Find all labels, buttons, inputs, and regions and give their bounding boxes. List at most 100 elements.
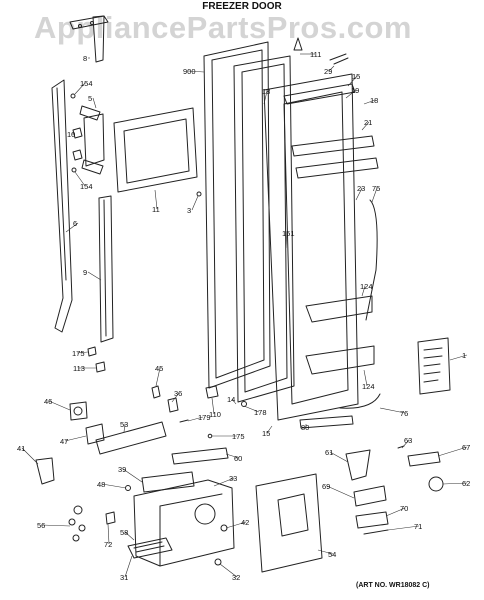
diagram-title: FREEZER DOOR xyxy=(202,1,282,12)
part-small-clips xyxy=(87,346,106,373)
part-76-wire xyxy=(339,393,381,409)
callout-c63: 63 xyxy=(404,436,412,445)
callout-leader-c72 xyxy=(107,523,110,545)
part-6-outer-trim xyxy=(51,79,73,333)
part-11-window-frame xyxy=(113,107,198,193)
part-53-plate xyxy=(95,421,167,455)
callout-leader-c41 xyxy=(21,447,39,465)
callout-c1: 1 xyxy=(462,351,466,360)
callout-leader-c124a xyxy=(361,285,366,297)
callout-leader-c179 xyxy=(187,416,204,422)
part-175-screw xyxy=(207,433,213,439)
part-110-cap xyxy=(205,385,219,399)
callout-leader-c151 xyxy=(285,232,288,249)
callout-c179: 179 xyxy=(198,413,211,422)
callout-c124a: 124 xyxy=(360,282,373,291)
part-39-strip xyxy=(141,471,195,493)
callout-leader-c71 xyxy=(387,525,420,531)
callout-leader-c154a xyxy=(74,82,86,95)
part-61-chute xyxy=(345,449,371,481)
part-upper-shelves xyxy=(283,83,379,179)
callout-c32: 32 xyxy=(232,573,240,582)
callout-leader-c61 xyxy=(329,451,349,463)
callout-c36: 36 xyxy=(174,389,182,398)
part-47-switch xyxy=(85,423,105,445)
callout-c124b: 124 xyxy=(362,382,375,391)
callout-leader-c18b xyxy=(363,99,376,105)
callout-leader-c58 xyxy=(124,531,135,541)
part-31-drip-tray xyxy=(127,537,173,559)
part-3-screw xyxy=(196,191,202,197)
callout-c53: 53 xyxy=(120,420,128,429)
callout-leader-c21 xyxy=(361,121,370,131)
callout-leader-c1 xyxy=(449,354,468,361)
part-75-tube xyxy=(365,199,378,321)
callout-c3: 3 xyxy=(187,206,191,215)
callout-leader-c45 xyxy=(155,367,161,387)
callout-leader-c75 xyxy=(371,187,378,203)
callout-leader-c47 xyxy=(64,435,87,442)
callout-c111: 111 xyxy=(310,50,321,59)
callout-leader-c76 xyxy=(379,407,406,414)
callout-c113: 113 xyxy=(73,364,85,373)
part-56-screws xyxy=(68,505,86,542)
part-46-knob xyxy=(69,401,88,421)
callout-leader-c60 xyxy=(225,453,240,459)
callout-c175a: 175 xyxy=(72,349,85,358)
callout-c71: 71 xyxy=(414,522,422,531)
callout-leader-c3 xyxy=(191,195,199,211)
callout-c45: 45 xyxy=(155,364,163,373)
callout-c41: 41 xyxy=(17,444,25,453)
callout-leader-c15a xyxy=(347,75,358,87)
callout-leader-c36 xyxy=(171,392,180,403)
callout-c23: 23 xyxy=(357,184,365,193)
callout-leader-c54 xyxy=(317,549,334,555)
callout-c21: 21 xyxy=(364,118,372,127)
part-36-bracket xyxy=(167,397,179,413)
callout-c110: 110 xyxy=(209,410,221,419)
callout-leader-c5 xyxy=(92,97,97,109)
callout-c6: 6 xyxy=(73,219,77,228)
part-9-lower-rail xyxy=(98,195,114,343)
callout-c75: 75 xyxy=(372,184,380,193)
callout-c39: 39 xyxy=(118,465,126,474)
part-18-gasket xyxy=(233,55,295,403)
callout-c175b: 175 xyxy=(232,432,245,441)
callout-c19: 19 xyxy=(351,86,359,95)
callout-c80: 80 xyxy=(301,423,309,432)
part-178-screw xyxy=(241,401,247,407)
callout-c70: 70 xyxy=(400,504,408,513)
callout-c69: 69 xyxy=(322,482,330,491)
callout-c60: 60 xyxy=(234,454,242,463)
callout-leader-c29 xyxy=(328,65,335,72)
callout-leader-c900 xyxy=(187,70,205,73)
callout-c154a: 154 xyxy=(80,79,93,88)
callout-leader-c32 xyxy=(219,563,238,578)
callout-c900: 900 xyxy=(183,67,196,76)
part-41-bracket xyxy=(35,457,55,485)
callout-c48: 48 xyxy=(97,480,105,489)
callout-leader-c70 xyxy=(385,507,406,517)
callout-c9: 9 xyxy=(83,268,87,277)
callout-leader-c154b xyxy=(74,171,86,187)
part-62-ring xyxy=(428,476,444,492)
callout-c62: 62 xyxy=(462,479,470,488)
callout-c18b: 18 xyxy=(370,96,378,105)
callout-c8: 8 xyxy=(83,54,87,63)
callout-c5: 5 xyxy=(88,94,92,103)
part-actuator-assembly xyxy=(353,485,389,535)
site-watermark: AppliancePartsPros.com xyxy=(34,10,412,45)
part-1-label-card xyxy=(417,337,451,395)
callout-leader-c110 xyxy=(211,397,215,415)
callout-c61: 61 xyxy=(325,448,333,457)
callout-c154b: 154 xyxy=(80,182,93,191)
part-45-screw xyxy=(151,385,161,399)
callout-c29: 29 xyxy=(324,67,332,76)
callout-leader-c56 xyxy=(41,524,71,527)
callout-leader-c175a xyxy=(76,351,89,354)
callout-c15b: 15 xyxy=(262,429,270,438)
callout-leader-c31 xyxy=(124,555,133,578)
callout-leader-c62 xyxy=(442,482,468,485)
